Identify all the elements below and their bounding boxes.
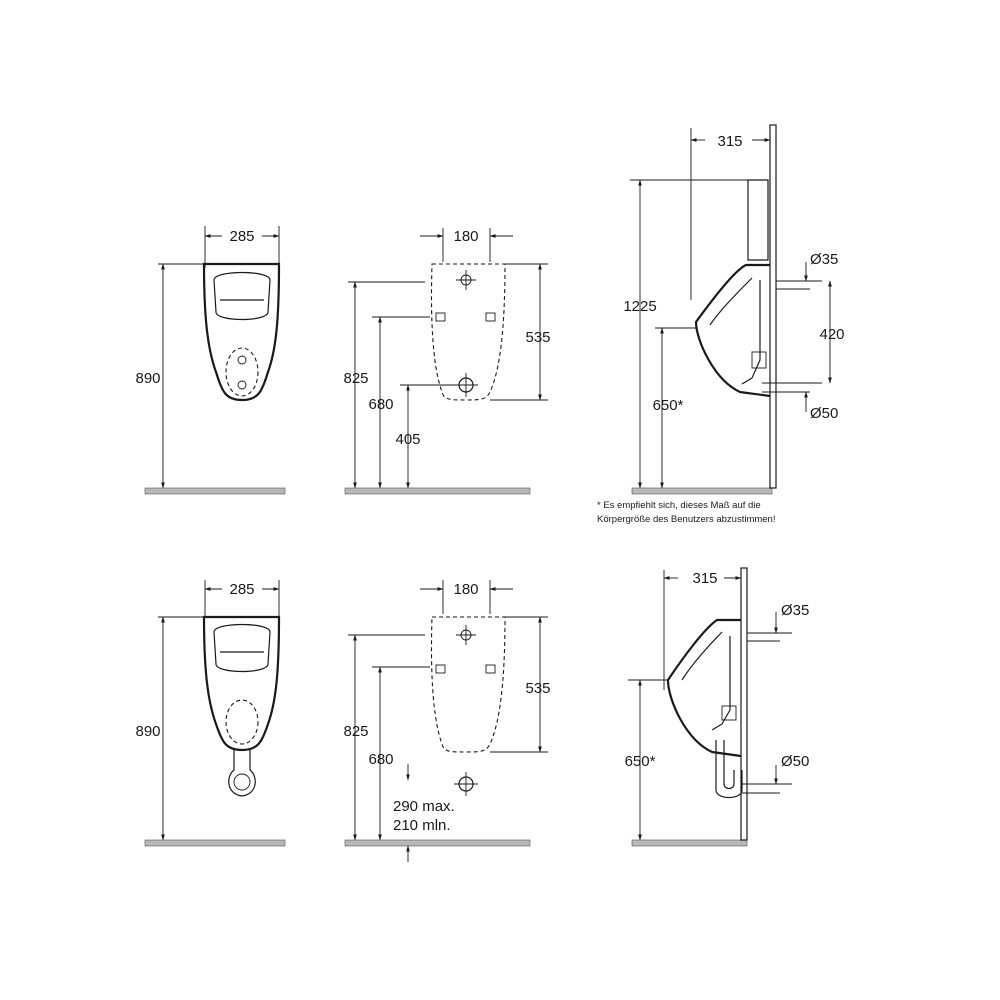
fixing-holes bbox=[435, 270, 496, 397]
width-dimension: 285 bbox=[229, 228, 254, 245]
outlet-height-max: 290 max. bbox=[393, 798, 455, 815]
wall bbox=[740, 567, 748, 841]
depth-dimension: 315 bbox=[692, 570, 717, 587]
urinal-body-side bbox=[694, 263, 771, 398]
urinal-body bbox=[202, 615, 281, 752]
outlet-diameter: Ø50 bbox=[810, 405, 838, 422]
floor-strip bbox=[144, 487, 286, 495]
inlet-diameter: Ø35 bbox=[781, 602, 809, 619]
bottom-front-view: 285 890 bbox=[135, 580, 286, 847]
height-680: 680 bbox=[368, 751, 393, 768]
width-dimension: 180 bbox=[453, 581, 478, 598]
urinal-outline-rear bbox=[430, 616, 506, 753]
footnote-line-2: Körpergröße des Benutzers abzustimmen! bbox=[597, 514, 775, 525]
height-680: 680 bbox=[368, 396, 393, 413]
height-535: 535 bbox=[525, 329, 550, 346]
outlet-height-min: 210 mln. bbox=[393, 817, 451, 834]
width-dimension: 285 bbox=[229, 581, 254, 598]
wall bbox=[769, 124, 777, 489]
bottom-side-view: 315 650* Ø35 Ø50 bbox=[625, 567, 809, 847]
height-825: 825 bbox=[343, 723, 368, 740]
urinal-body bbox=[202, 262, 281, 402]
height-dimension: 890 bbox=[135, 370, 160, 387]
urinal-lid bbox=[747, 179, 769, 261]
top-rear-view: 180 535 825 680 405 bbox=[343, 228, 551, 495]
rim-height: 650* bbox=[625, 753, 656, 770]
height-405: 405 bbox=[395, 431, 420, 448]
width-dimension: 180 bbox=[453, 228, 478, 245]
top-front-view: 285 890 bbox=[135, 226, 286, 495]
fixing-holes bbox=[435, 625, 496, 796]
bottom-rear-view: 180 535 825 680 290 max. 210 mln. bbox=[343, 580, 551, 862]
depth-dimension: 315 bbox=[717, 133, 742, 150]
footnote-line-1: * Es empfiehlt sich, dieses Maß auf die bbox=[597, 500, 761, 511]
rim-height: 650* bbox=[653, 397, 684, 414]
height-825: 825 bbox=[343, 370, 368, 387]
siphon bbox=[715, 740, 743, 799]
pipe-distance: 420 bbox=[819, 326, 844, 343]
height-dimension: 890 bbox=[135, 723, 160, 740]
outlet-diameter: Ø50 bbox=[781, 753, 809, 770]
height-1225: 1225 bbox=[623, 298, 656, 315]
siphon bbox=[228, 750, 256, 797]
height-535: 535 bbox=[525, 680, 550, 697]
inlet-diameter: Ø35 bbox=[810, 251, 838, 268]
top-side-view: 315 1225 650* Ø35 Ø50 420 * Es empfiehlt… bbox=[597, 124, 845, 525]
urinal-outline-rear bbox=[430, 263, 506, 401]
